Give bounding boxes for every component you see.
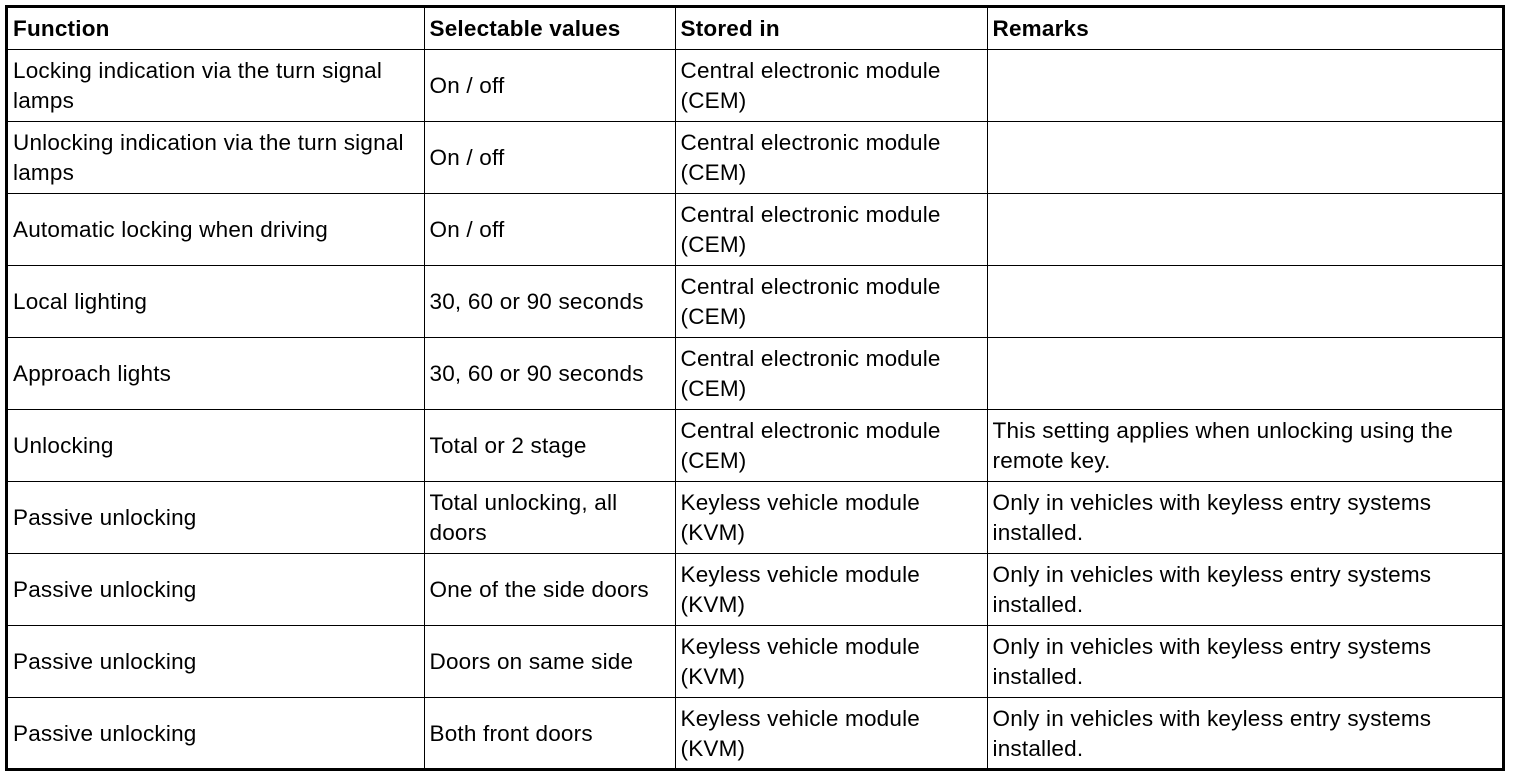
cell-stored-in: Central electronic module (CEM) (674, 265, 988, 338)
cell-selectable-values: 30, 60 or 90 seconds (423, 337, 676, 410)
cell-function: Unlocking indication via the turn signal… (8, 121, 425, 194)
cell-function: Passive unlocking (8, 625, 425, 698)
cell-selectable-values: Total or 2 stage (423, 409, 676, 482)
header-row: Function Selectable values Stored in Rem… (8, 8, 1502, 50)
cell-function: Automatic locking when driving (8, 193, 425, 266)
cell-selectable-values: Total unlocking, all doors (423, 481, 676, 554)
cell-remarks (986, 337, 1502, 410)
table-row: Local lighting 30, 60 or 90 seconds Cent… (8, 265, 1502, 338)
settings-table-frame: Function Selectable values Stored in Rem… (5, 5, 1505, 771)
cell-function: Passive unlocking (8, 481, 425, 554)
cell-remarks (986, 121, 1502, 194)
cell-function: Local lighting (8, 265, 425, 338)
table-row: Unlocking indication via the turn signal… (8, 121, 1502, 194)
table-row: Passive unlocking Both front doors Keyle… (8, 697, 1502, 770)
cell-remarks: Only in vehicles with keyless entry syst… (986, 481, 1502, 554)
header-stored-in: Stored in (674, 8, 988, 50)
cell-remarks: Only in vehicles with keyless entry syst… (986, 625, 1502, 698)
cell-selectable-values: On / off (423, 49, 676, 122)
cell-stored-in: Central electronic module (CEM) (674, 121, 988, 194)
cell-selectable-values: 30, 60 or 90 seconds (423, 265, 676, 338)
cell-stored-in: Keyless vehicle module (KVM) (674, 625, 988, 698)
cell-function: Approach lights (8, 337, 425, 410)
cell-stored-in: Keyless vehicle module (KVM) (674, 697, 988, 770)
cell-selectable-values: On / off (423, 193, 676, 266)
table-row: Passive unlocking Doors on same side Key… (8, 625, 1502, 698)
cell-remarks (986, 265, 1502, 338)
cell-remarks: This setting applies when unlocking usin… (986, 409, 1502, 482)
cell-stored-in: Central electronic module (CEM) (674, 409, 988, 482)
header-selectable-values: Selectable values (423, 8, 676, 50)
cell-stored-in: Central electronic module (CEM) (674, 337, 988, 410)
table-row: Passive unlocking Total unlocking, all d… (8, 481, 1502, 554)
table-row: Unlocking Total or 2 stage Central elect… (8, 409, 1502, 482)
header-function: Function (8, 8, 425, 50)
cell-stored-in: Keyless vehicle module (KVM) (674, 481, 988, 554)
table-row: Locking indication via the turn signal l… (8, 49, 1502, 122)
header-remarks: Remarks (986, 8, 1502, 50)
cell-selectable-values: Both front doors (423, 697, 676, 770)
cell-stored-in: Central electronic module (CEM) (674, 49, 988, 122)
cell-remarks (986, 193, 1502, 266)
cell-stored-in: Keyless vehicle module (KVM) (674, 553, 988, 626)
table-row: Passive unlocking One of the side doors … (8, 553, 1502, 626)
table-row: Approach lights 30, 60 or 90 seconds Cen… (8, 337, 1502, 410)
cell-stored-in: Central electronic module (CEM) (674, 193, 988, 266)
cell-remarks: Only in vehicles with keyless entry syst… (986, 553, 1502, 626)
cell-function: Unlocking (8, 409, 425, 482)
cell-remarks: Only in vehicles with keyless entry syst… (986, 697, 1502, 770)
cell-function: Passive unlocking (8, 697, 425, 770)
settings-table: Function Selectable values Stored in Rem… (8, 8, 1502, 770)
cell-remarks (986, 49, 1502, 122)
cell-function: Passive unlocking (8, 553, 425, 626)
cell-selectable-values: On / off (423, 121, 676, 194)
cell-selectable-values: Doors on same side (423, 625, 676, 698)
table-row: Automatic locking when driving On / off … (8, 193, 1502, 266)
cell-function: Locking indication via the turn signal l… (8, 49, 425, 122)
cell-selectable-values: One of the side doors (423, 553, 676, 626)
